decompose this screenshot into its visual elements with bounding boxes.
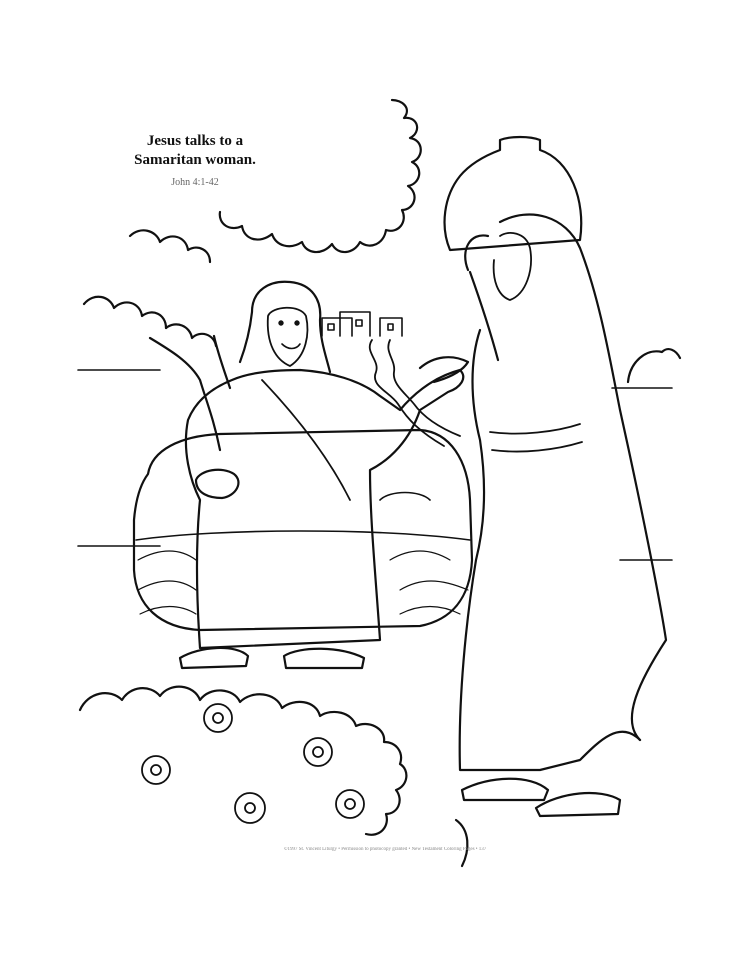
jesus-hand bbox=[196, 470, 238, 498]
river bbox=[370, 340, 460, 446]
jesus-figure bbox=[180, 282, 468, 668]
foreground-line bbox=[456, 820, 467, 866]
stone-well bbox=[134, 430, 472, 630]
water-jar bbox=[445, 137, 582, 250]
jesus-hair bbox=[240, 282, 330, 372]
scripture-reference: John 4:1-42 bbox=[171, 177, 219, 188]
jesus-face bbox=[268, 308, 308, 366]
copyright-footer: ©1997 St. Vincent Liturgy • Permission t… bbox=[283, 847, 487, 852]
caption-line-2: Samaritan woman. bbox=[134, 152, 256, 168]
jesus-raised-hand bbox=[420, 357, 468, 382]
woman-arm bbox=[465, 235, 498, 360]
woman-veil bbox=[500, 214, 666, 740]
woman-belt bbox=[490, 424, 582, 452]
hill bbox=[628, 349, 680, 382]
jesus-robe bbox=[186, 370, 463, 648]
woman-face bbox=[494, 233, 531, 300]
caption: Jesus talks to a Samaritan woman. John 4… bbox=[110, 132, 280, 188]
jesus-sandals bbox=[180, 648, 364, 668]
village-houses bbox=[322, 312, 402, 336]
flower-icon bbox=[142, 704, 364, 823]
tree-canopy-lower bbox=[166, 324, 216, 346]
samaritan-woman-figure bbox=[460, 214, 666, 816]
flower-bush bbox=[80, 687, 406, 835]
tree-canopy bbox=[84, 100, 421, 328]
tree-trunk bbox=[150, 336, 230, 450]
ground-lines bbox=[78, 370, 672, 560]
woman-robe bbox=[460, 330, 640, 770]
jesus-sash bbox=[262, 380, 350, 500]
caption-line-1: Jesus talks to a bbox=[146, 133, 244, 149]
woman-sandals bbox=[462, 779, 620, 816]
